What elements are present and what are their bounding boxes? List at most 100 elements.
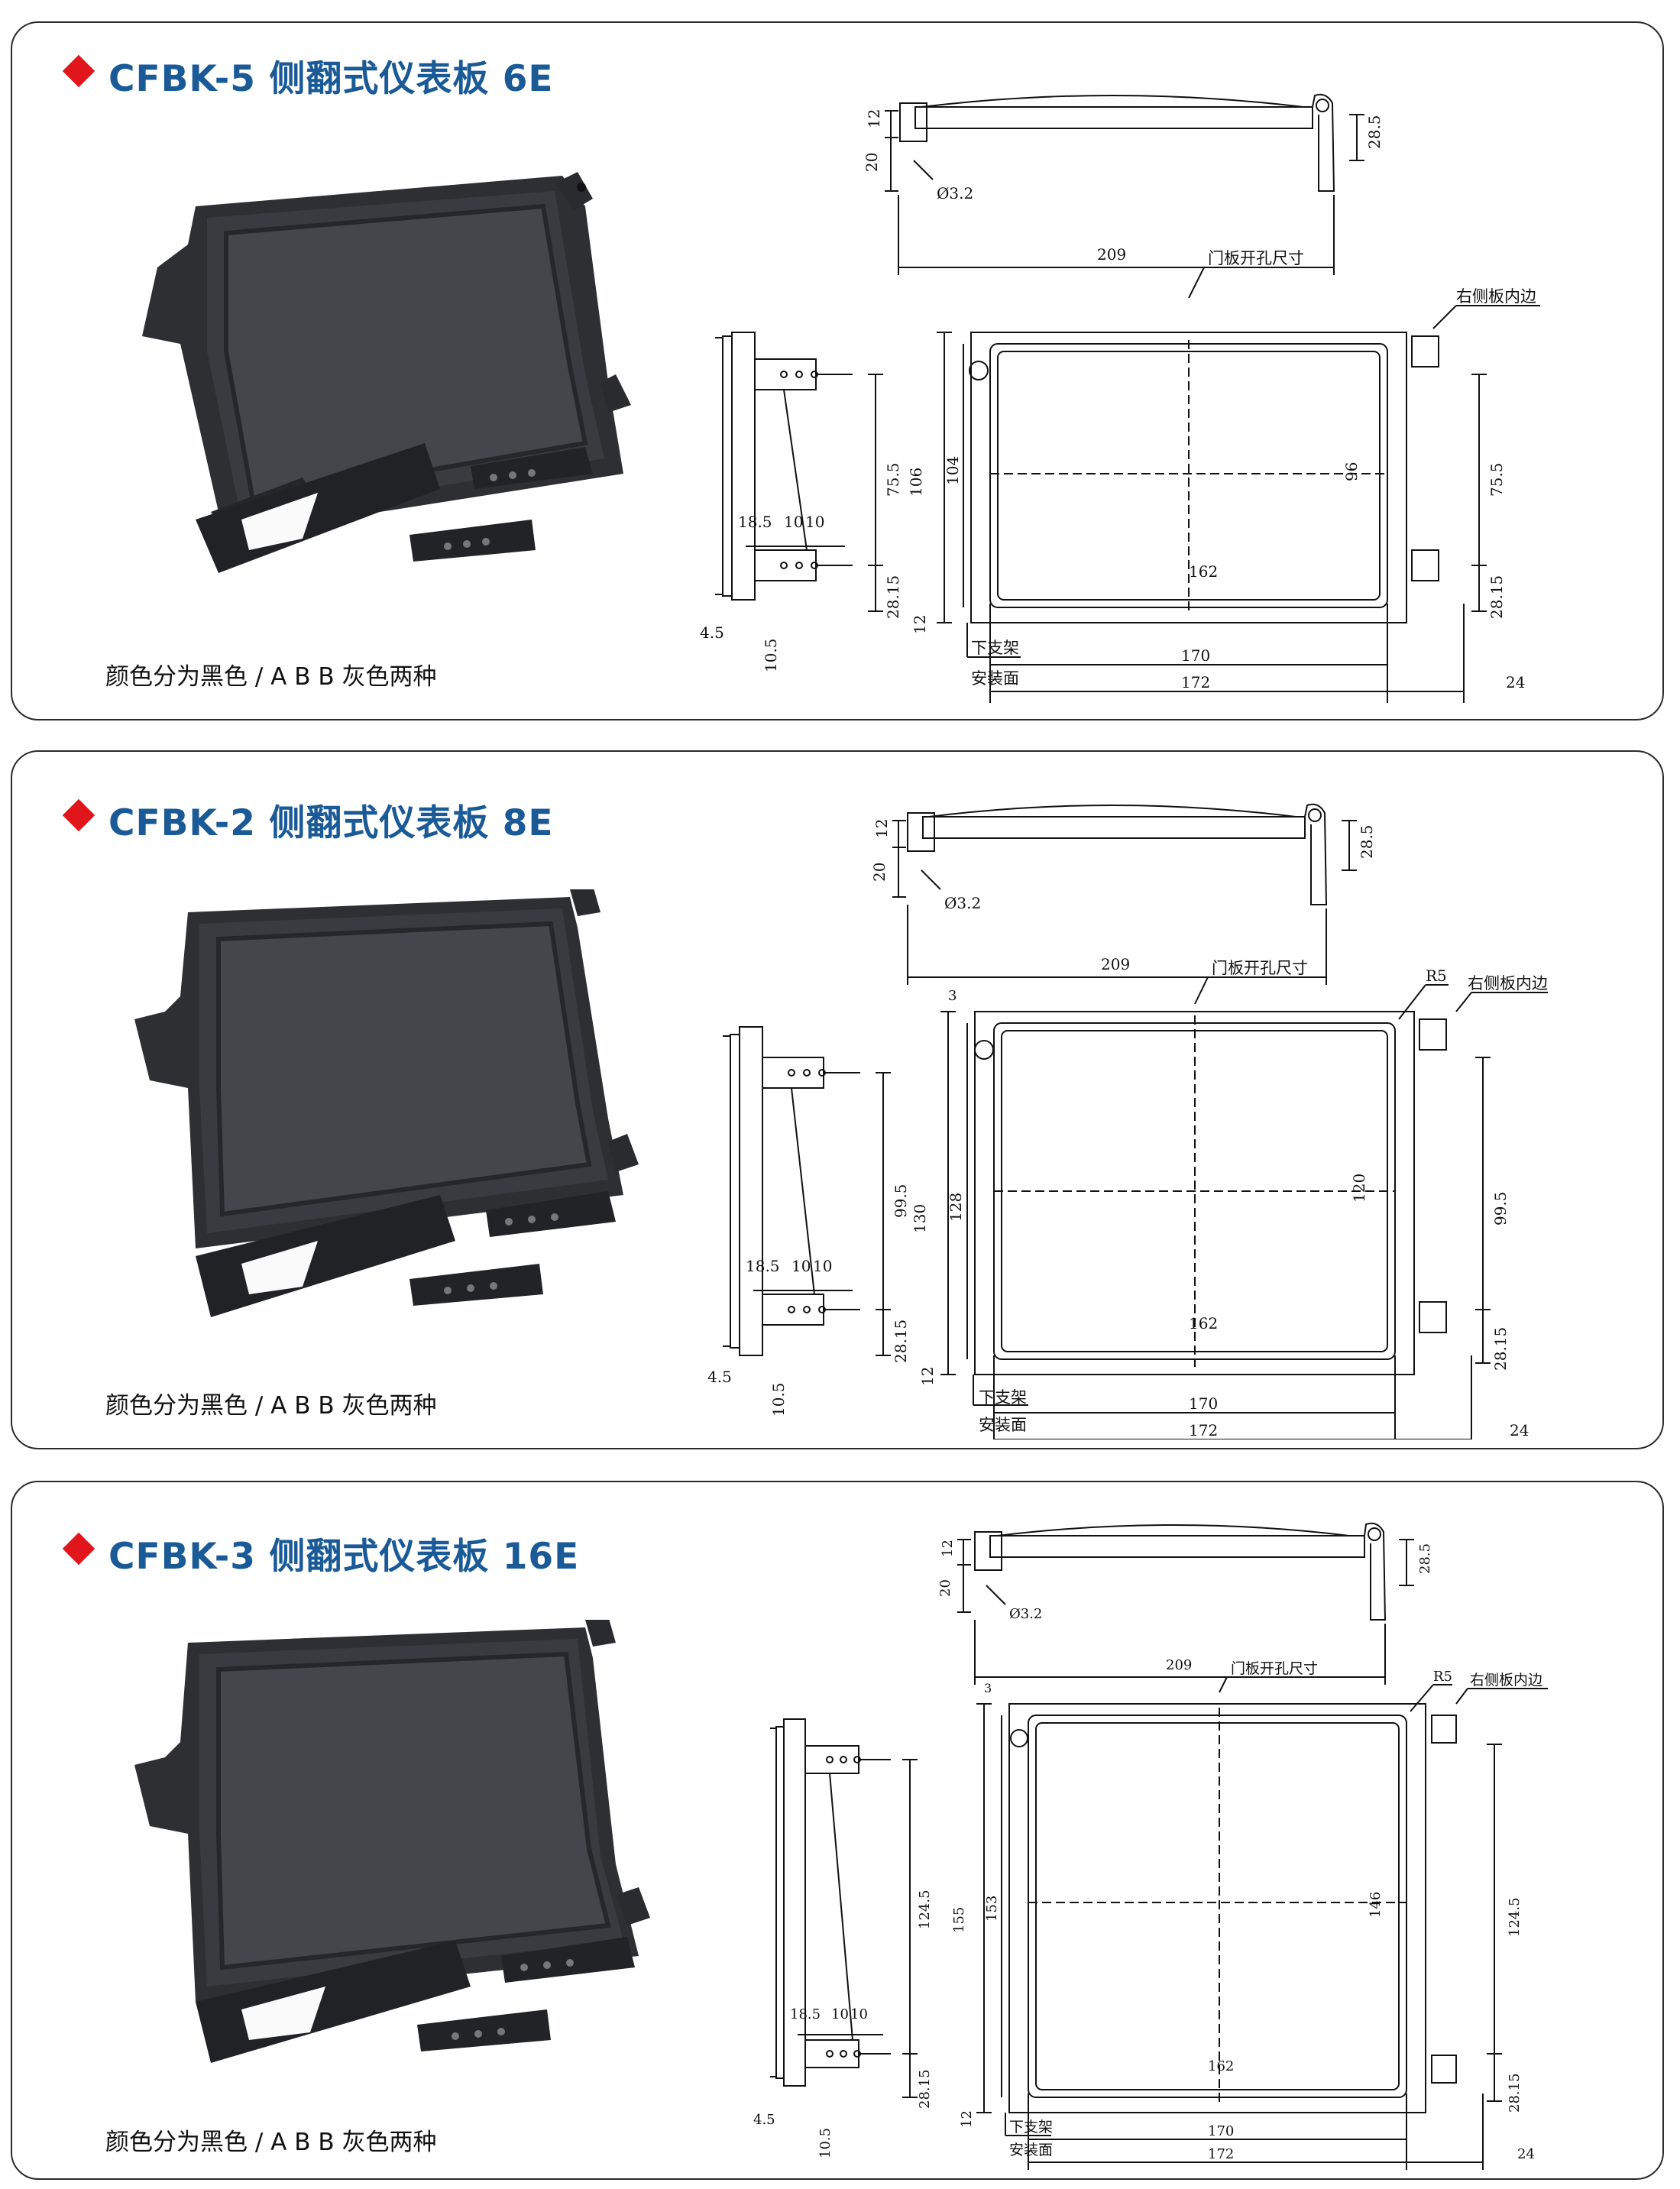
- dim-24: 24: [1517, 2146, 1535, 2162]
- dim-cutout-width: 162: [1189, 1314, 1218, 1333]
- dim-cutout-height: 96: [1342, 462, 1361, 481]
- dim-170: 170: [1208, 2123, 1234, 2139]
- diamond-bullet-icon: [62, 54, 95, 88]
- label-right-inner: 右侧板内边: [1470, 1672, 1542, 1689]
- side-view-top: 12 20 Ø3.2 209 28.5: [937, 1522, 1433, 1685]
- product-photo: [134, 1620, 650, 2063]
- dim-12: 12: [872, 819, 891, 838]
- dim-24: 24: [1506, 673, 1525, 691]
- side-view-top: 12 20 Ø3.2 209 28.5: [863, 93, 1384, 275]
- label-right-inner: 右侧板内边: [1468, 974, 1548, 992]
- label-cutout: 门板开孔尺寸: [1231, 1660, 1318, 1677]
- dim-hole: Ø3.2: [944, 894, 981, 912]
- dim-10b: 10: [850, 2006, 868, 2022]
- dim-r5: R5: [1433, 1669, 1452, 1685]
- dim-24: 24: [1510, 1421, 1529, 1439]
- dim-172: 172: [1181, 673, 1210, 691]
- side-view-left: 124.5 18.5 10 10 4.5 10.5 28.15: [753, 1718, 933, 2158]
- label-mount-face: 安装面: [979, 1416, 1027, 1434]
- front-view: 106 104 96 162 12 170 172 24 75.5 28.15 …: [907, 249, 1540, 703]
- dim-20: 20: [870, 863, 889, 882]
- dim-inner-height: 153: [984, 1896, 1000, 1922]
- dim-right-vert: 75.5: [1487, 462, 1506, 497]
- product-title: CFBK-5 侧翻式仪表板 6E: [62, 49, 554, 102]
- dim-right-bottom: 28.15: [1487, 575, 1506, 619]
- label-cutout: 门板开孔尺寸: [1208, 249, 1304, 267]
- side-view-left: 99.5 18.5 10 10 4.5 10.5 28.15: [707, 1026, 910, 1417]
- dim-170: 170: [1181, 646, 1210, 665]
- dim-front-height: 155: [951, 1907, 967, 1933]
- dim-cutout-width: 162: [1189, 562, 1218, 581]
- dim-side-height: 124.5: [917, 1889, 933, 1929]
- color-note: 颜色分为黑色 / A B B 灰色两种: [105, 663, 437, 691]
- dim-bottom-gap: 12: [911, 615, 929, 634]
- dim-10-5: 10.5: [769, 1382, 788, 1417]
- dim-10: 10: [791, 1257, 811, 1275]
- dim-28-15: 28.15: [884, 575, 902, 619]
- dim-inner-height: 104: [944, 456, 962, 485]
- dim-18-5: 18.5: [738, 513, 772, 531]
- dim-172: 172: [1208, 2146, 1234, 2162]
- dim-bottom-gap: 12: [918, 1367, 937, 1386]
- dim-bottom-gap: 12: [959, 2110, 975, 2128]
- side-view-top: 12 20 Ø3.2 209 28.5: [870, 803, 1376, 985]
- label-lower-bracket: 下支架: [1009, 2119, 1053, 2136]
- dim-side-height: 75.5: [884, 462, 902, 497]
- dimension-drawing: 12 20 Ø3.2 209 28.5 99.5 18.5 10 10 4.5 …: [707, 803, 1548, 1439]
- side-view-left: 75.5 18.5 10 10 4.5 10.5 28.15: [700, 332, 902, 672]
- dim-right-bottom: 28.15: [1507, 2073, 1523, 2113]
- dim-width: 209: [1097, 245, 1126, 264]
- product-panel-cfbk5: CFBK-5 侧翻式仪表板 6E 颜色分为黑色 / A B B 灰色两种 12: [11, 21, 1664, 720]
- dim-4-5: 4.5: [753, 2112, 775, 2128]
- product-panel-cfbk2: CFBK-2 侧翻式仪表板 8E 颜色分为黑色 / A B B 灰色两种 12 …: [11, 750, 1664, 1449]
- dim-cutout-width: 162: [1208, 2058, 1234, 2074]
- dim-front-height: 106: [907, 468, 925, 497]
- dim-right-vert: 99.5: [1491, 1191, 1510, 1226]
- product-photo: [134, 889, 639, 1317]
- dim-4-5: 4.5: [700, 623, 724, 642]
- color-note: 颜色分为黑色 / A B B 灰色两种: [105, 1392, 437, 1420]
- label-lower-bracket: 下支架: [979, 1388, 1027, 1407]
- dim-10b: 10: [813, 1257, 832, 1275]
- dim-hole: Ø3.2: [937, 184, 973, 202]
- dim-18-5: 18.5: [790, 2006, 821, 2022]
- dim-right-bottom: 28.15: [1491, 1327, 1510, 1371]
- dim-cutout-height: 146: [1368, 1892, 1384, 1918]
- dim-width: 209: [1101, 955, 1130, 973]
- label-mount-face: 安装面: [971, 669, 1019, 688]
- dim-28-5: 28.5: [1358, 824, 1376, 859]
- dim-28-15: 28.15: [917, 2069, 933, 2109]
- dim-hole: Ø3.2: [1009, 1606, 1042, 1622]
- dim-10-5: 10.5: [762, 638, 780, 672]
- dim-right-vert: 124.5: [1507, 1897, 1523, 1937]
- product-title: CFBK-3 侧翻式仪表板 16E: [62, 1527, 579, 1579]
- label-right-inner: 右侧板内边: [1456, 287, 1536, 306]
- front-view: 130 128 120 162 12 170 172 24 99.5 28.15…: [911, 959, 1548, 1439]
- dim-10-5: 10.5: [817, 2128, 834, 2158]
- dim-side-height: 99.5: [892, 1184, 910, 1218]
- label-cutout: 门板开孔尺寸: [1212, 959, 1308, 977]
- dim-front-height: 130: [911, 1204, 929, 1233]
- dim-inner-height: 128: [947, 1193, 965, 1222]
- dim-28-15: 28.15: [892, 1320, 910, 1363]
- dim-28-5: 28.5: [1365, 115, 1384, 149]
- dim-r5: R5: [1426, 967, 1447, 985]
- dim-170: 170: [1189, 1394, 1218, 1413]
- dim-28-5: 28.5: [1417, 1543, 1433, 1574]
- dim-12: 12: [940, 1540, 956, 1557]
- color-note: 颜色分为黑色 / A B B 灰色两种: [105, 2129, 437, 2156]
- diamond-bullet-icon: [62, 798, 95, 832]
- dim-10: 10: [831, 2006, 849, 2022]
- dimension-drawing: 12 20 Ø3.2 209 28.5 124.5 18.5 10 10 4.5…: [753, 1522, 1548, 2170]
- dim-width: 209: [1166, 1657, 1192, 1673]
- dim-18-5: 18.5: [746, 1257, 780, 1275]
- product-photo: [142, 172, 631, 573]
- dim-20: 20: [937, 1579, 953, 1597]
- diamond-bullet-icon: [62, 1532, 95, 1566]
- dim-20: 20: [863, 153, 881, 172]
- product-title: CFBK-2 侧翻式仪表板 8E: [62, 793, 554, 846]
- dim-3: 3: [948, 988, 957, 1004]
- dim-4-5: 4.5: [707, 1368, 732, 1386]
- dim-12: 12: [865, 109, 883, 128]
- dimension-drawing: 12 20 Ø3.2 209 28.5 75.5 18.5 10 10 4.5 …: [700, 93, 1540, 703]
